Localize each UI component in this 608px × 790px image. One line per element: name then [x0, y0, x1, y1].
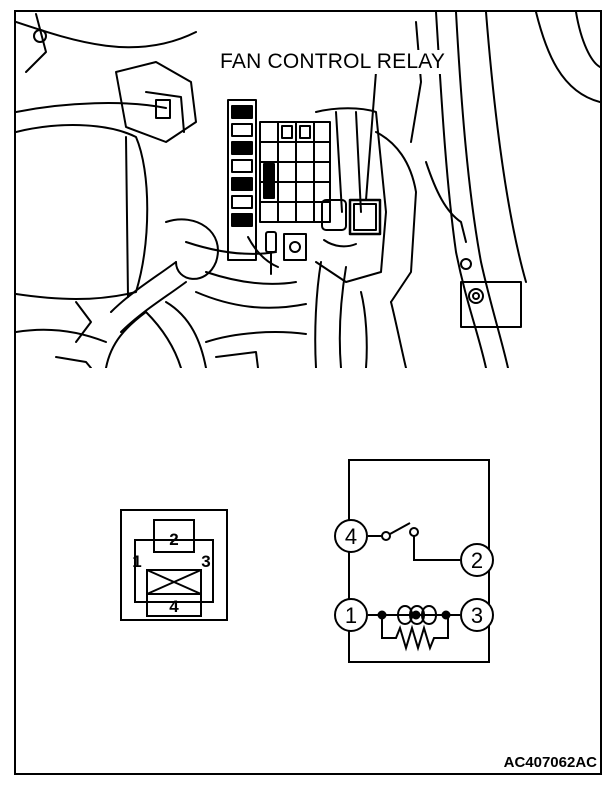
connector-pin-1: 1	[132, 552, 141, 571]
figure-id: AC407062AC	[503, 754, 597, 771]
terminal-2: 2	[471, 548, 483, 573]
relay-connector-view	[120, 509, 228, 621]
connector-pin-4: 4	[169, 597, 179, 616]
terminal-4: 4	[345, 524, 357, 549]
engine-compartment-illustration	[16, 12, 600, 368]
connector-pin-2: 2	[169, 530, 178, 549]
terminal-3: 3	[471, 603, 483, 628]
relay-circuit	[334, 459, 494, 663]
fan-control-relay-label: FAN CONTROL RELAY	[216, 50, 450, 74]
diagram-frame: FAN CONTROL RELAY 2 1 3 4	[14, 10, 602, 775]
relay-diagrams: 2 1 3 4 4 2 1	[120, 459, 494, 663]
terminal-1: 1	[345, 603, 357, 628]
connector-pin-3: 3	[201, 552, 210, 571]
